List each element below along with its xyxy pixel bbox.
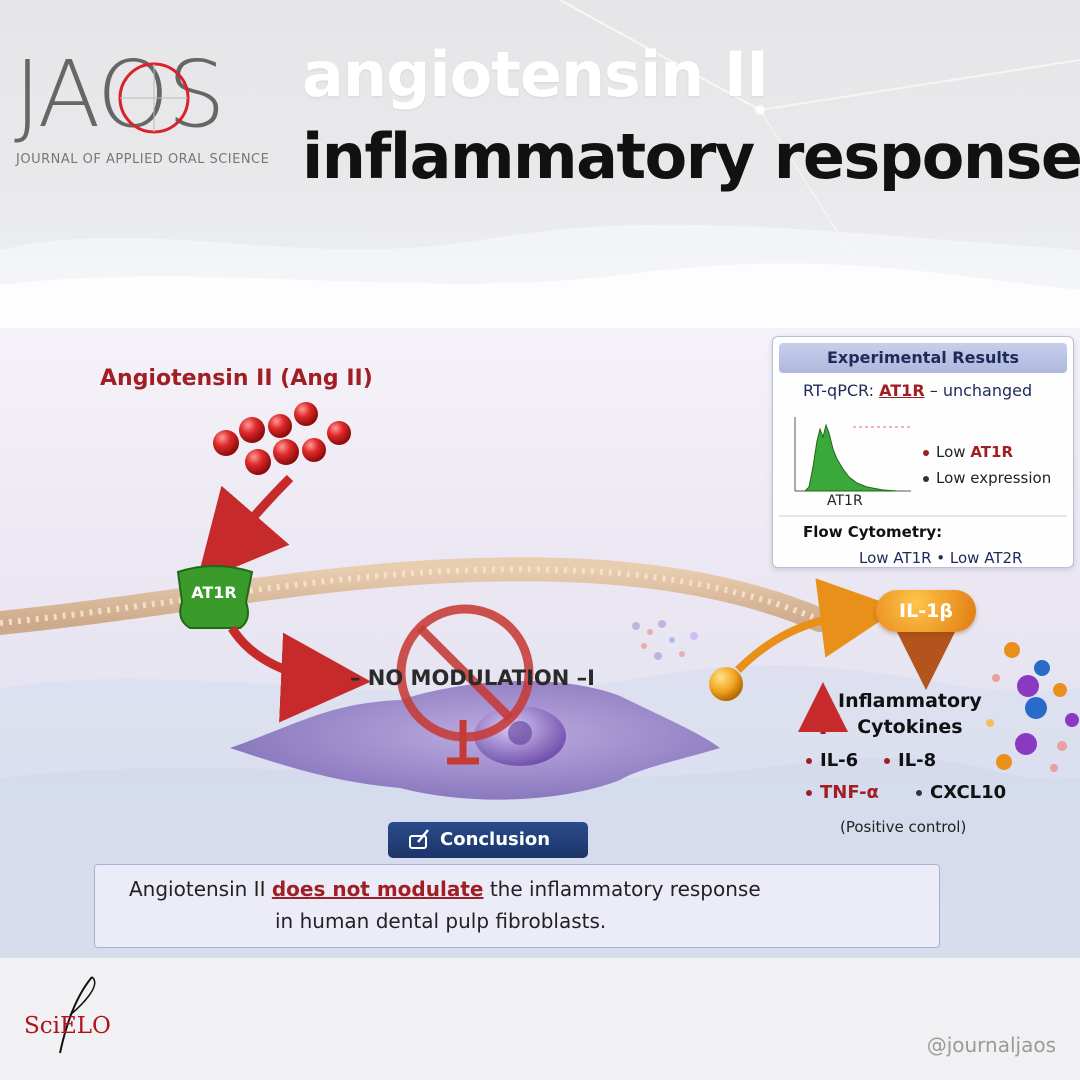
angiotensin-particles [213, 402, 351, 475]
flow-cytometry-title: Flow Cytometry: [803, 523, 943, 541]
header-banner: JAOS JOURNAL OF APPLIED ORAL SCIENCE ang… [0, 0, 1080, 330]
scielo-logo: SciELO [22, 975, 122, 1055]
title-line-1: angiotensin II [302, 38, 769, 111]
at1r-receptor: AT1R [176, 566, 252, 626]
bullet-2-text: Low expression [936, 469, 1052, 487]
conclusion-badge: Conclusion [388, 822, 588, 858]
rtqpcr-target: AT1R [879, 381, 925, 400]
receptor-label: AT1R [191, 583, 237, 602]
cytokine-il8-label: IL-8 [898, 750, 937, 771]
rtqpcr-prefix: RT-qPCR: [803, 381, 875, 400]
bullet-1-prefix: Low [936, 443, 966, 461]
bullet-dot [923, 475, 929, 482]
graphical-abstract: Angiotensin II (Ang II) AT1R – NO MODULA… [0, 328, 1080, 958]
flow-cytometry-values: Low AT1R • Low AT2R [859, 549, 1023, 567]
logo-globe-icon [118, 62, 190, 134]
scielo-wordmark: SciELO [24, 1013, 111, 1039]
results-panel-title: Experimental Results [779, 343, 1067, 373]
cytokine-il6: IL-6 [806, 750, 858, 771]
footer [0, 958, 1080, 1080]
cytokine-cluster [986, 642, 1079, 772]
bullet-low-at1r: Low AT1R [923, 443, 1013, 461]
no-modulation-label: – NO MODULATION –I [350, 666, 595, 690]
bullet-dot [916, 790, 922, 796]
cytokine-il8: IL-8 [884, 750, 936, 771]
title-line-2: inflammatory response [302, 120, 1080, 193]
cytokine-tnfa: TNF-α [806, 782, 879, 803]
bullet-low-expression: Low expression [923, 469, 1051, 487]
bullet-1-target: AT1R [970, 443, 1013, 461]
il1b-badge: IL-1β [876, 590, 976, 632]
bullet-dot [884, 758, 890, 764]
cytokines-title-line2: Cytokines [857, 716, 963, 738]
conclusion-l1-before: Angiotensin II [129, 877, 266, 901]
cytokine-il6-label: IL-6 [820, 750, 859, 771]
header-background-lines [0, 0, 1080, 330]
logo-subtitle: JOURNAL OF APPLIED ORAL SCIENCE [16, 152, 270, 167]
histogram-label: AT1R [827, 493, 863, 509]
inflammatory-cytokines-title: Inflammatory Cytokines [838, 688, 982, 740]
scattered-particles [632, 620, 698, 660]
bullet-dot [806, 758, 812, 764]
positive-control-note: (Positive control) [840, 818, 967, 836]
conclusion-line-2: in human dental pulp fibroblasts. [275, 909, 607, 933]
conclusion-l1-after: the inflammatory response [489, 877, 761, 901]
jaos-logo: JAOS JOURNAL OF APPLIED ORAL SCIENCE [14, 40, 269, 180]
flow-histogram [794, 417, 911, 492]
social-handle: @journaljaos [926, 1033, 1056, 1057]
scielo-swoosh-icon [59, 976, 96, 1054]
conclusion-line-1: Angiotensin II does not modulate the inf… [129, 877, 761, 901]
bullet-dot [806, 790, 812, 796]
experimental-results-panel: Experimental Results RT-qPCR: AT1R – unc… [772, 336, 1074, 568]
rtqpcr-line: RT-qPCR: AT1R – unchanged [803, 381, 1032, 400]
angiotensin-label: Angiotensin II (Ang II) [100, 366, 373, 391]
cytokine-cxcl10-label: CXCL10 [930, 782, 1007, 803]
conclusion-badge-label: Conclusion [440, 829, 551, 850]
conclusion-l1-emphasis: does not modulate [271, 877, 484, 901]
panel-divider [779, 515, 1067, 517]
cytokine-tnfa-label: TNF-α [820, 782, 879, 803]
bullet-dot [923, 449, 929, 456]
cytokines-title-line1: Inflammatory [838, 690, 982, 712]
pen-paper-icon [409, 829, 429, 849]
cytokine-cxcl10: CXCL10 [916, 782, 1006, 803]
conclusion-box: Angiotensin II does not modulate the inf… [94, 864, 940, 948]
rtqpcr-suffix: – unchanged [929, 381, 1033, 400]
